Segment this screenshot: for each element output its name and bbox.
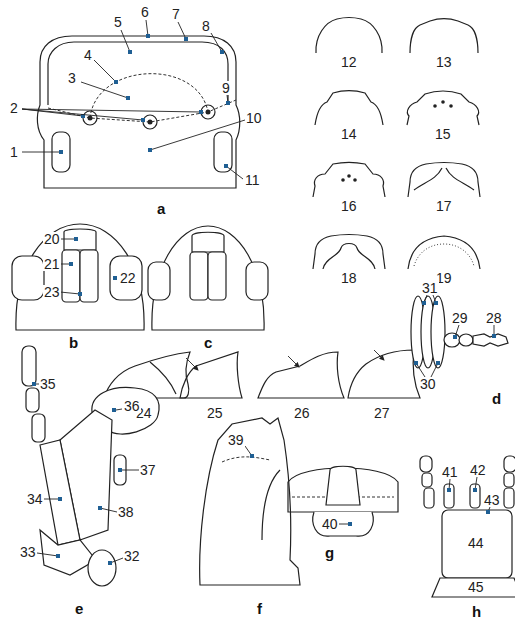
- callout-number: 3: [67, 71, 77, 85]
- callout-number: 28: [485, 311, 503, 325]
- callout-number: 1: [9, 145, 19, 159]
- callout-number: 27: [373, 406, 391, 420]
- figure-letter: e: [74, 601, 84, 616]
- callout-number: 13: [435, 55, 453, 69]
- callout-number: 20: [43, 232, 61, 246]
- maxilla-e: [22, 346, 159, 586]
- callout-number: 17: [435, 199, 453, 213]
- callout-number: 42: [469, 463, 487, 477]
- head-outline-variants: [313, 18, 480, 270]
- callout-number: 30: [419, 377, 437, 391]
- figure-letter: c: [203, 335, 213, 350]
- callout-number: 25: [206, 406, 224, 420]
- callout-number: 38: [117, 505, 135, 519]
- callout-number: 21: [43, 257, 61, 271]
- callout-number: 29: [451, 311, 469, 325]
- callout-number: 23: [43, 285, 61, 299]
- callout-number: 12: [340, 55, 358, 69]
- callout-number: 37: [139, 463, 157, 477]
- head-dorsal-h: [420, 456, 515, 597]
- head-lateral-profiles: [104, 350, 420, 398]
- figure-letter: h: [471, 604, 482, 619]
- callout-number: 41: [441, 465, 459, 479]
- callout-number: 10: [245, 111, 263, 125]
- callout-number: 45: [467, 580, 485, 594]
- head-frontal-view: [22, 20, 245, 188]
- callout-number: 39: [227, 433, 245, 447]
- callout-number: 8: [201, 19, 211, 33]
- callout-number: 26: [293, 406, 311, 420]
- callout-number: 5: [113, 15, 123, 29]
- callout-number: 4: [83, 48, 93, 62]
- callout-number: 11: [244, 173, 261, 187]
- callout-number: 40: [321, 517, 339, 531]
- callout-number: 34: [26, 492, 44, 506]
- callout-number: 36: [123, 399, 141, 413]
- figure-letter: a: [156, 201, 166, 216]
- callout-number: 22: [119, 271, 137, 285]
- callout-number: 44: [467, 536, 485, 550]
- callout-number: 35: [39, 377, 57, 391]
- head-front-b: [12, 224, 144, 330]
- figure-letter: d: [491, 391, 502, 406]
- mandible-f: [200, 418, 300, 585]
- callout-number: 31: [421, 281, 439, 295]
- head-ventral-g: [288, 466, 398, 536]
- head-front-c: [148, 226, 268, 330]
- callout-number: 14: [340, 127, 358, 141]
- callout-number: 32: [123, 549, 141, 563]
- figure-letter: b: [68, 335, 79, 350]
- callout-number: 18: [340, 271, 358, 285]
- callout-number: 33: [19, 545, 37, 559]
- figure-letter: f: [256, 601, 263, 616]
- callout-number: 16: [340, 199, 358, 213]
- palp-and-antenna-d: [411, 295, 508, 377]
- callout-number: 2: [9, 101, 19, 115]
- callout-number: 9: [221, 81, 231, 95]
- callout-number: 6: [140, 5, 150, 19]
- callout-number: 43: [483, 493, 501, 507]
- figure-letter: g: [324, 545, 335, 560]
- callout-number: 15: [434, 127, 452, 141]
- callout-number: 7: [171, 7, 181, 21]
